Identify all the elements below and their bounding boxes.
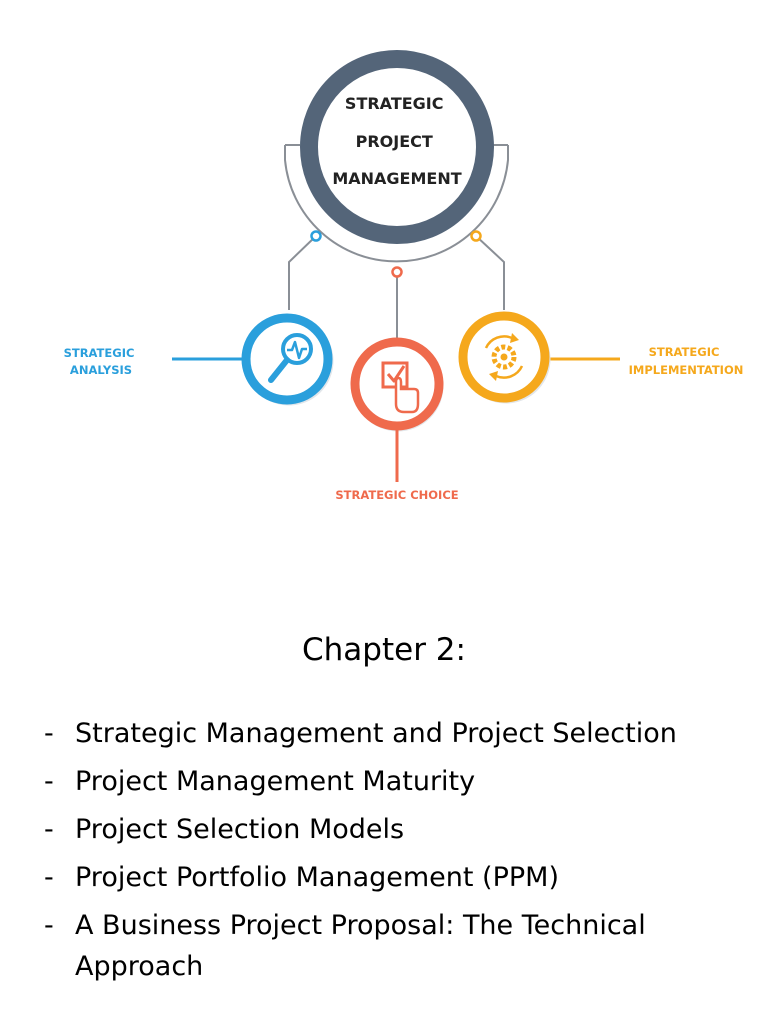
topic-list: -Strategic Management and Project Select… — [40, 713, 740, 994]
list-item: -Project Portfolio Management (PPM) — [40, 857, 740, 898]
list-item: -Project Selection Models — [40, 809, 740, 850]
connector-dot-implementation — [470, 230, 482, 242]
connector-line-implementation — [475, 235, 505, 310]
analysis-label-line: STRATEGIC — [64, 346, 135, 360]
list-item: -Project Management Maturity — [40, 761, 740, 802]
analysis-node — [241, 313, 334, 406]
implementation-label-line: STRATEGIC — [649, 345, 720, 359]
center-label-line: PROJECT — [356, 132, 433, 151]
strategic-project-management-diagram: STRATEGIC PROJECT MANAGEMENT STRATEGIC A… — [64, 50, 744, 502]
list-item-text: Project Portfolio Management (PPM) — [75, 862, 559, 893]
implementation-label-line: IMPLEMENTATION — [629, 363, 744, 377]
gear-cycle-icon — [484, 333, 524, 381]
list-dash: - — [44, 910, 54, 941]
magnifier-chart-icon — [268, 333, 313, 383]
center-label-line: STRATEGIC — [345, 94, 444, 113]
list-dash: - — [44, 862, 54, 893]
connector-dot-choice — [391, 266, 403, 278]
list-dash: - — [44, 766, 54, 797]
list-item-text: A Business Project Proposal: The Technic… — [75, 910, 646, 982]
connector-line-analysis — [288, 235, 317, 310]
analysis-label-line: ANALYSIS — [70, 363, 132, 377]
list-item-text: Strategic Management and Project Selecti… — [75, 718, 677, 749]
connector-arc — [284, 145, 509, 263]
center-ring — [300, 50, 494, 244]
list-dash: - — [44, 814, 54, 845]
choice-node — [350, 337, 444, 432]
choice-label-line: STRATEGIC CHOICE — [335, 488, 458, 502]
hand-checkbox-icon — [381, 361, 420, 414]
list-item: -Strategic Management and Project Select… — [40, 713, 740, 754]
svg-text:STRATEGIC CHOICE: STRATEGIC CHOICE — [335, 488, 458, 502]
list-item: -A Business Project Proposal: The Techni… — [40, 905, 740, 987]
svg-text:STRATEGIC IMPLEMENTATION: STRATEGIC IMPLEMENTATION — [629, 345, 744, 377]
list-item-text: Project Selection Models — [75, 814, 405, 845]
svg-text:STRATEGIC PROJECT MANA: STRATEGIC PROJECT MANAGEMENT — [332, 94, 461, 188]
list-dash: - — [44, 718, 54, 749]
list-item-text: Project Management Maturity — [75, 766, 476, 797]
svg-text:STRATEGIC ANALYSIS: STRATEGIC ANALYSIS — [64, 346, 139, 377]
center-label-line: MANAGEMENT — [332, 169, 461, 188]
chapter-title: Chapter 2: — [302, 632, 466, 668]
implementation-node — [458, 311, 551, 404]
connector-dot-analysis — [310, 230, 322, 242]
